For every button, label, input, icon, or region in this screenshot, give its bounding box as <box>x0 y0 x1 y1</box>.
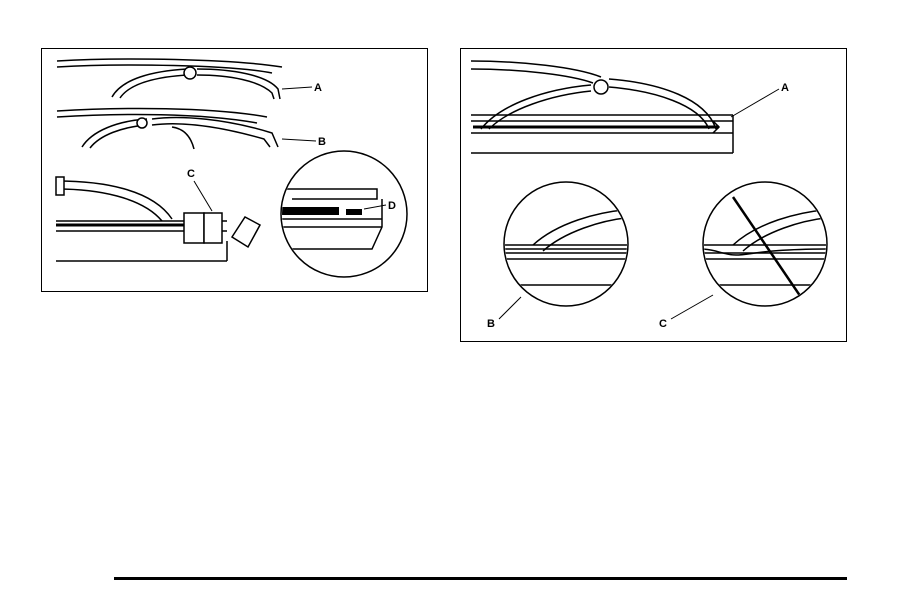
callout-leader-b <box>282 139 316 141</box>
wiper-blade-installation-illustration: A B <box>461 49 846 341</box>
callout-label-a: A <box>314 82 322 94</box>
callout-leader-a <box>731 89 779 117</box>
callout-leader-a <box>282 87 312 89</box>
callout-label-b: B <box>318 136 326 148</box>
wiper-blade-removal-illustration: A B C <box>42 49 427 291</box>
page-bottom-rule <box>114 577 847 580</box>
callout-label-a: A <box>781 82 789 94</box>
callout-leader-c <box>671 295 713 319</box>
wiper-blade-removal-figure: A B C <box>41 48 428 292</box>
wiper-blade-installation-figure: A B <box>460 48 847 342</box>
detail-magnifier-d <box>281 151 407 277</box>
callout-label-d: D <box>388 200 396 212</box>
callout-label-c: C <box>187 168 195 180</box>
wiper-blade-assembly <box>471 61 733 153</box>
wiper-blade-a <box>57 59 282 99</box>
callout-label-c: C <box>659 318 667 330</box>
callout-leader-c <box>194 181 212 211</box>
incorrect-installation-magnifier <box>701 182 836 309</box>
callout-leader-b <box>499 297 521 319</box>
wiper-blade-b <box>57 109 278 149</box>
wiper-blade-with-retainer <box>56 177 260 261</box>
callout-label-b: B <box>487 318 495 330</box>
correct-installation-magnifier <box>501 182 636 306</box>
